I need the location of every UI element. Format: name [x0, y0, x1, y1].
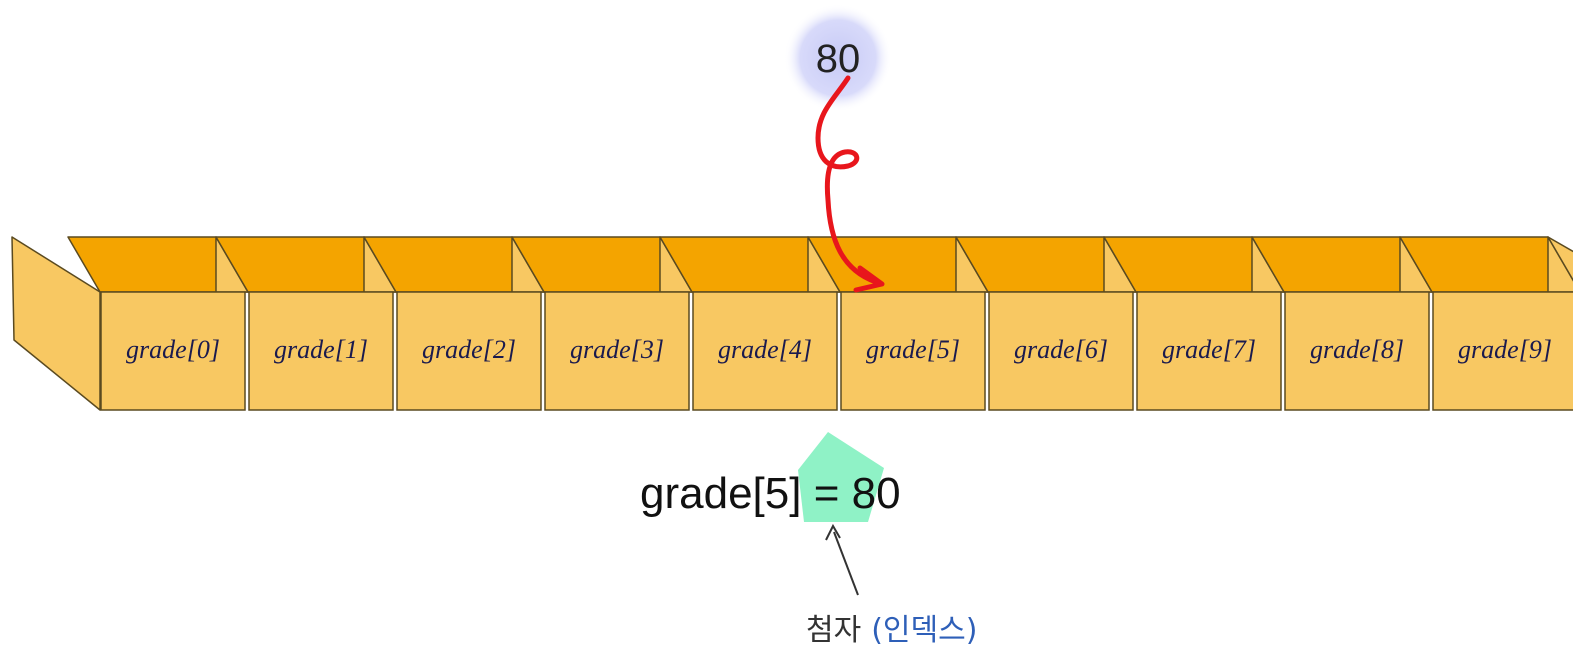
row-right-side — [1547, 236, 1573, 282]
assignment-arrow-head — [853, 265, 885, 293]
cell-label: grade[6] — [1014, 335, 1108, 364]
cell-inside — [1399, 236, 1573, 293]
cell-front — [248, 291, 394, 411]
cell-front — [988, 291, 1134, 411]
cell-label: grade[5] — [866, 335, 960, 364]
array-boxes: grade[0] grade[1] grade[2] grade[3] grade[4]… — [11, 236, 1573, 411]
cell-label: grade[2] — [422, 335, 516, 364]
array-cell: grade[7] — [1103, 236, 1285, 411]
cell-label: grade[7] — [1162, 335, 1256, 364]
cell-front — [100, 291, 246, 411]
cell-front — [692, 291, 838, 411]
cell-label: grade[0] — [126, 335, 220, 364]
assignment-arrow — [815, 75, 879, 285]
expression-close-bracket: ] — [789, 469, 801, 518]
array-cell: grade[2] — [363, 236, 545, 411]
expression-index: 5 — [765, 469, 789, 518]
cell-label: grade[4] — [718, 335, 812, 364]
value-ball-text: 80 — [816, 37, 861, 81]
array-cell: grade[1] — [215, 236, 397, 411]
expression-open-bracket: [ — [753, 469, 765, 518]
cell-label: grade[8] — [1310, 335, 1404, 364]
cell-label: grade[3] — [570, 335, 664, 364]
row-left-side — [11, 236, 101, 411]
cell-label: grade[1] — [274, 335, 368, 364]
cell-front — [1136, 291, 1282, 411]
index-highlight — [798, 432, 884, 522]
expression: grade[5] = 80 — [640, 469, 901, 518]
expression-prefix: grade — [640, 469, 753, 518]
cell-front — [840, 291, 986, 411]
cell-front — [544, 291, 690, 411]
cell-label: grade[9] — [1458, 335, 1552, 364]
value-ball: 80 — [784, 4, 892, 112]
array-cell: grade[9] — [1399, 236, 1573, 411]
cell-front — [1432, 291, 1573, 411]
annotation-label: 첨자 — [806, 613, 861, 648]
annotation-pointer-head — [825, 523, 841, 541]
cell-front — [396, 291, 542, 411]
annotation-paren: (인덱스) — [871, 613, 977, 648]
cell-front — [1284, 291, 1430, 411]
annotation: 첨자 (인덱스) — [806, 613, 977, 648]
annotation-pointer — [833, 531, 859, 596]
expression-suffix: = 80 — [802, 469, 901, 518]
